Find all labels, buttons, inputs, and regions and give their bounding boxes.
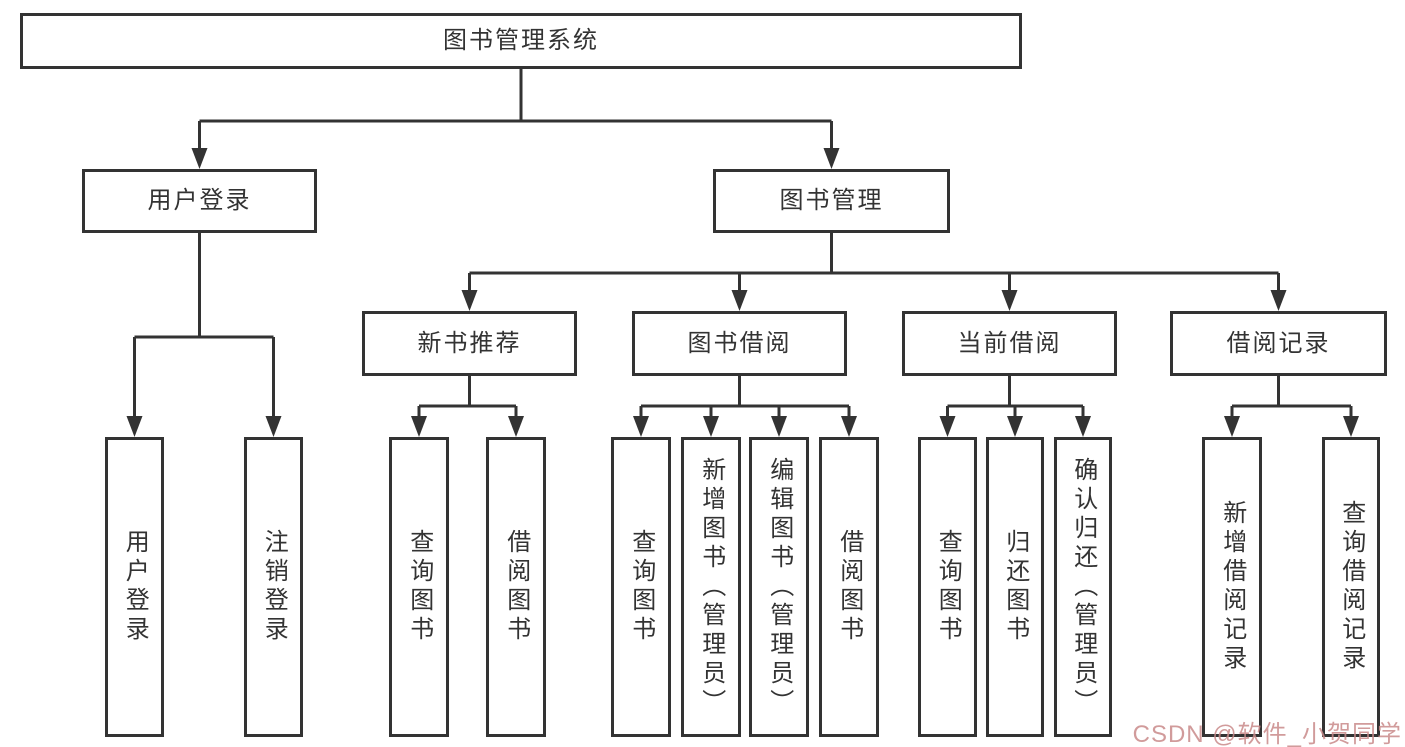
leaf-borrow-book-2: 借阅图书 xyxy=(819,437,879,737)
leaf-confirm-return-admin: 确认归还（管理员） xyxy=(1054,437,1112,737)
csdn-watermark: CSDN @软件_小贺同学 xyxy=(1132,721,1402,747)
leaf-borrow-book-1: 借阅图书 xyxy=(486,437,546,737)
node-book-management: 图书管理 xyxy=(713,169,950,233)
node-library-system: 图书管理系统 xyxy=(20,13,1022,69)
node-book-borrow: 图书借阅 xyxy=(632,311,847,376)
node-borrow-record: 借阅记录 xyxy=(1170,311,1387,376)
node-new-book-recommend: 新书推荐 xyxy=(362,311,577,376)
leaf-query-book-2: 查询图书 xyxy=(611,437,671,737)
leaf-query-borrow-record: 查询借阅记录 xyxy=(1322,437,1380,737)
leaf-query-book-1: 查询图书 xyxy=(389,437,449,737)
leaf-edit-book-admin: 编辑图书（管理员） xyxy=(749,437,809,737)
leaf-return-book: 归还图书 xyxy=(986,437,1044,737)
leaf-user-login: 用户登录 xyxy=(105,437,164,737)
leaf-query-book-3: 查询图书 xyxy=(918,437,977,737)
leaf-logout: 注销登录 xyxy=(244,437,303,737)
leaf-add-book-admin: 新增图书（管理员） xyxy=(681,437,741,737)
node-user-login: 用户登录 xyxy=(82,169,317,233)
node-current-borrow: 当前借阅 xyxy=(902,311,1117,376)
leaf-add-borrow-record: 新增借阅记录 xyxy=(1202,437,1262,737)
